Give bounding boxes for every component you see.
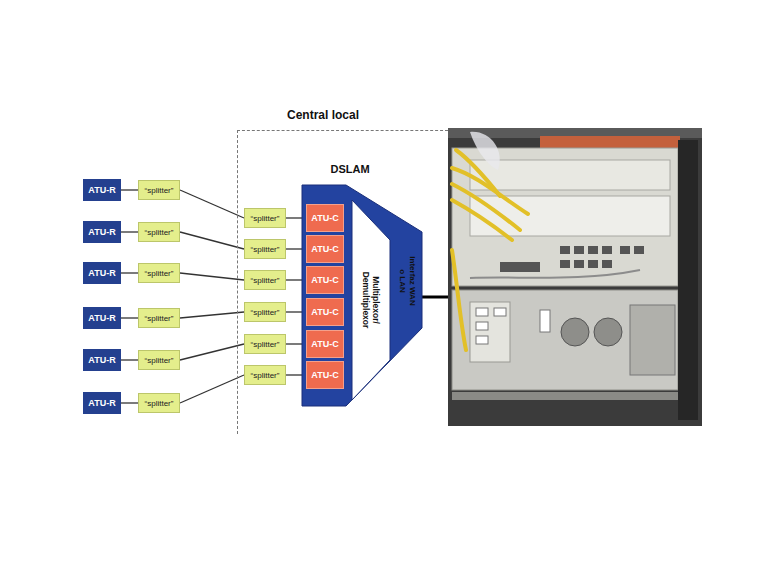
box-label: ATU-C — [311, 370, 338, 380]
atu-r-box: ATU-R — [83, 392, 121, 414]
connector-line — [121, 317, 138, 318]
box-label: “splitter” — [145, 228, 174, 237]
box-label: ATU-C — [311, 307, 338, 317]
connector-line — [121, 189, 138, 190]
box-label: ATU-R — [88, 313, 115, 323]
box-label: ATU-R — [88, 355, 115, 365]
connector-line — [180, 232, 244, 249]
splitter-box: “splitter” — [138, 393, 180, 413]
connector-line — [180, 273, 244, 280]
uplink-line — [418, 296, 449, 299]
atu-c-box: ATU-C — [306, 298, 344, 326]
atu-c-box: ATU-C — [306, 204, 344, 232]
splitter-box: “splitter” — [138, 222, 180, 242]
box-label: “splitter” — [145, 399, 174, 408]
atu-c-box: ATU-C — [306, 361, 344, 389]
connector-line — [121, 272, 138, 273]
splitter-box: “splitter” — [244, 239, 286, 259]
splitter-box: “splitter” — [244, 334, 286, 354]
box-label: ATU-R — [88, 227, 115, 237]
dslam-block: DSLAM ATU-C ATU-C ATU-C ATU-C ATU-C ATU-C Multi… — [300, 160, 422, 410]
box-label: ATU-R — [88, 185, 115, 195]
splitter-box: “splitter” — [244, 270, 286, 290]
central-office-region: Central local “splitter” “splitter” “splitt… — [237, 104, 448, 434]
box-label: ATU-C — [311, 244, 338, 254]
connector-line — [180, 375, 244, 403]
splitter-box: “splitter” — [138, 308, 180, 328]
dslam-rack-photo — [448, 128, 702, 426]
box-label: Multiplexor/ Demultiplexor — [361, 250, 381, 350]
box-label: ATU-C — [311, 213, 338, 223]
box-label: “splitter” — [251, 214, 280, 223]
box-label: “splitter” — [145, 186, 174, 195]
box-label: “splitter” — [251, 308, 280, 317]
box-label: “splitter” — [251, 371, 280, 380]
splitter-box: “splitter” — [138, 263, 180, 283]
box-label: “splitter” — [145, 269, 174, 278]
connector-line — [121, 402, 138, 403]
atu-c-box: ATU-C — [306, 266, 344, 294]
box-label: “splitter” — [145, 356, 174, 365]
atu-r-box: ATU-R — [83, 349, 121, 371]
atu-c-box: ATU-C — [306, 330, 344, 358]
box-label: “splitter” — [251, 340, 280, 349]
splitter-box: “splitter” — [244, 208, 286, 228]
box-label: ATU-R — [88, 268, 115, 278]
connector-line — [121, 359, 138, 360]
box-label: ATU-C — [311, 339, 338, 349]
atu-r-box: ATU-R — [83, 221, 121, 243]
box-label: “splitter” — [145, 314, 174, 323]
atu-r-box: ATU-R — [83, 262, 121, 284]
splitter-box: “splitter” — [244, 365, 286, 385]
box-label: “splitter” — [251, 245, 280, 254]
atu-c-box: ATU-C — [306, 235, 344, 263]
box-label: ATU-R — [88, 398, 115, 408]
multiplexer-block: Multiplexor/ Demultiplexor — [352, 200, 390, 400]
block-heading: Central local — [287, 108, 359, 122]
connector-line — [180, 312, 244, 318]
atu-r-box: ATU-R — [83, 179, 121, 201]
interface-block: Interfaz WAN o LAN — [396, 236, 418, 326]
connector-line — [121, 231, 138, 232]
splitter-box: “splitter” — [138, 180, 180, 200]
box-label: ATU-C — [311, 275, 338, 285]
splitter-box: “splitter” — [138, 350, 180, 370]
box-label: “splitter” — [251, 276, 280, 285]
atu-r-box: ATU-R — [83, 307, 121, 329]
block-heading: DSLAM — [300, 163, 400, 175]
connector-line — [180, 190, 244, 218]
splitter-box: “splitter” — [244, 302, 286, 322]
connector-line — [180, 344, 244, 360]
box-label: Interfaz WAN o LAN — [398, 255, 417, 307]
